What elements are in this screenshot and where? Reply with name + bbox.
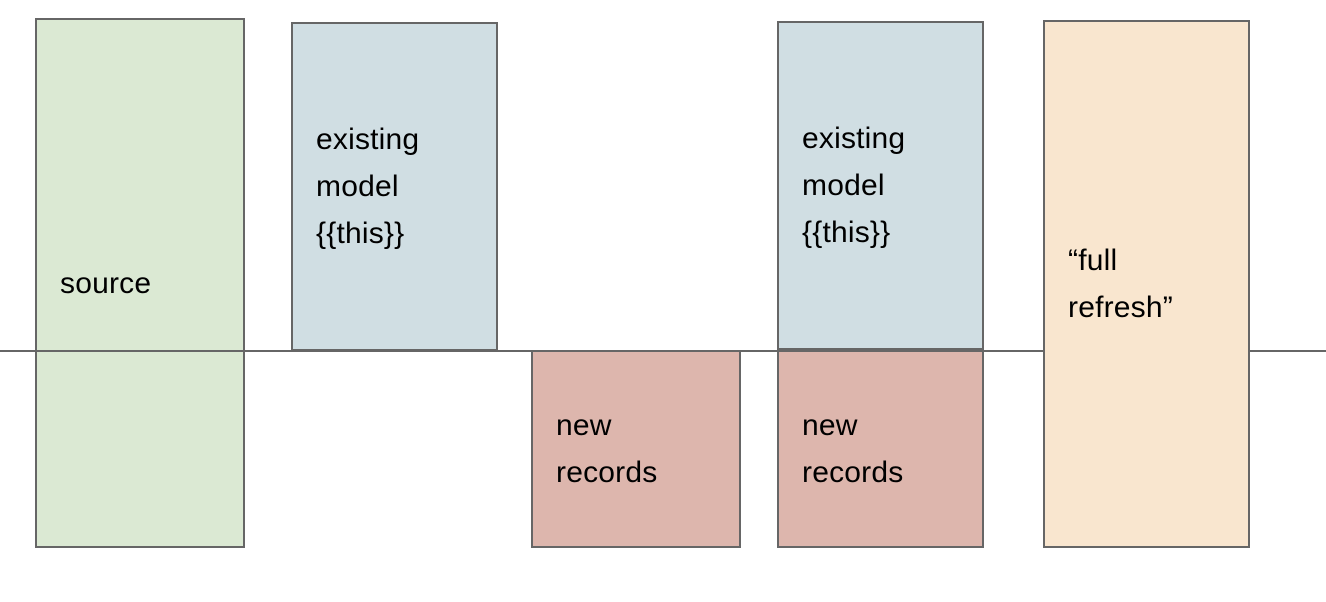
new-records-box-1-label: new records [556,409,658,489]
source-box-label: source [60,266,152,300]
new-records-box-1: new records [531,350,741,548]
new-records-box-2: new records [777,350,984,548]
existing-model-box-2-label: existing model {{this}} [802,122,906,249]
existing-model-box-1-label: existing model {{this}} [316,123,420,250]
existing-model-box-2: existing model {{this}} [777,21,984,350]
source-box: source [35,18,245,548]
existing-model-box-1: existing model {{this}} [291,22,498,351]
new-records-box-2-label: new records [802,409,904,489]
full-refresh-box-label: “full refresh” [1068,244,1173,324]
full-refresh-box: “full refresh” [1043,20,1250,548]
